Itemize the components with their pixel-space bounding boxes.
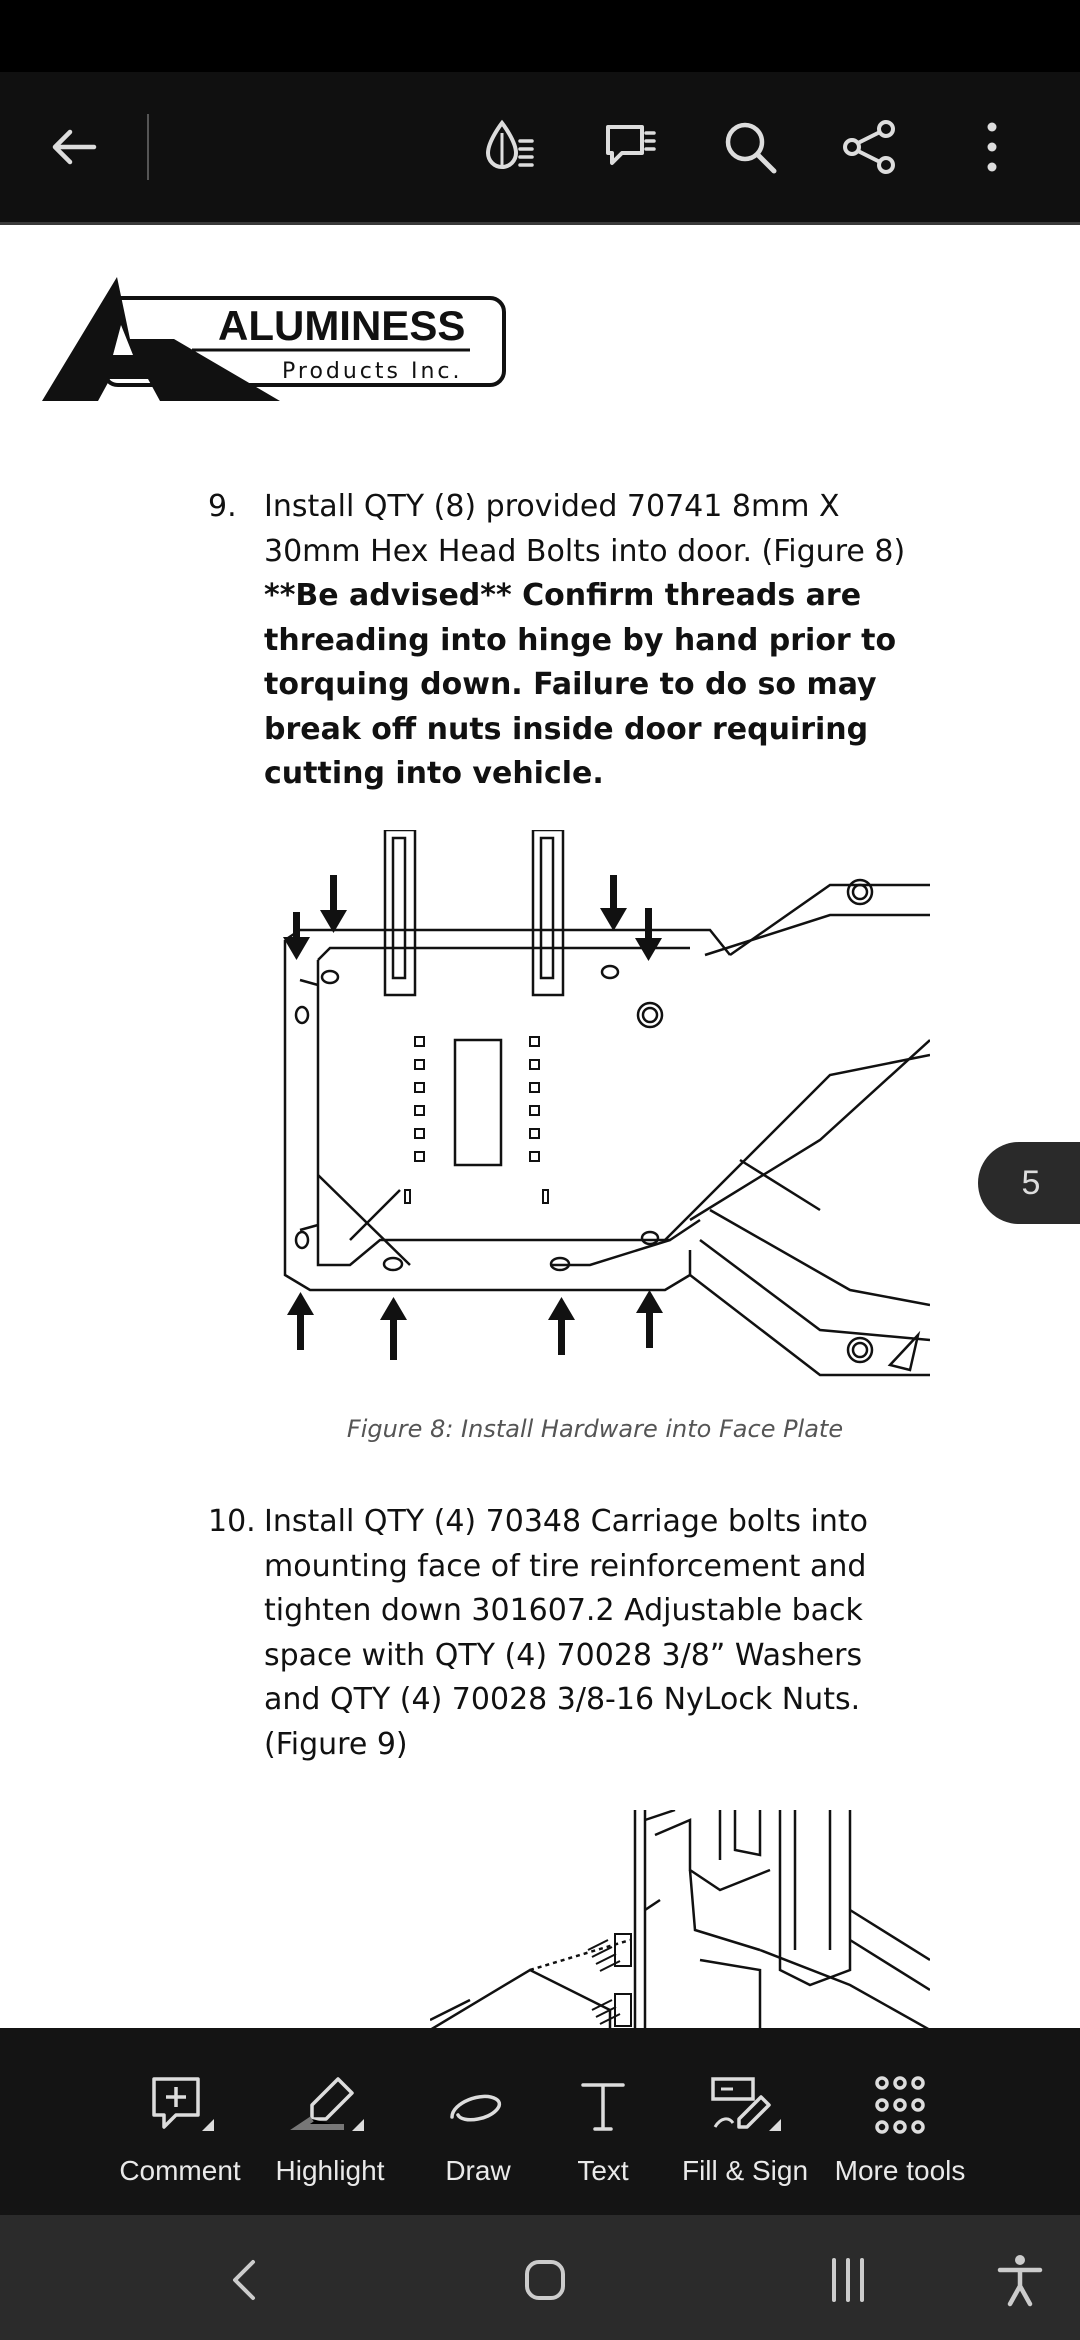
item-number: 9. [208, 489, 237, 524]
comments-icon[interactable] [590, 107, 670, 187]
tool-label: Draw [445, 2155, 511, 2186]
figure-8-diagram [283, 830, 930, 1377]
tool-fill-sign[interactable]: Fill & Sign [672, 2028, 818, 2215]
tool-label: Fill & Sign [681, 2155, 809, 2186]
document-page[interactable]: ALUMINESS Products Inc. 9. Install QTY (… [0, 225, 1080, 2028]
nav-back-icon[interactable] [210, 2245, 280, 2315]
tool-more-tools[interactable]: More tools [830, 2028, 970, 2215]
read-mode-icon[interactable] [468, 107, 548, 187]
item-text: Install QTY (4) 70348 Carriage bolts int… [264, 1504, 868, 1762]
fill-sign-icon [711, 2077, 781, 2131]
more-tools-grid-icon [875, 2076, 925, 2134]
figure-9-diagram [430, 1810, 930, 2028]
item-text: Install QTY (8) provided 70741 8mm X 30m… [264, 489, 906, 569]
company-logo: ALUMINESS Products Inc. [42, 277, 506, 401]
logo-name: ALUMINESS [218, 302, 465, 349]
back-arrow-icon[interactable] [34, 107, 114, 187]
accessibility-icon[interactable] [985, 2245, 1055, 2315]
page-number-badge[interactable]: 5 [978, 1142, 1080, 1224]
tool-text[interactable]: Text [535, 2028, 671, 2215]
tool-label: Text [577, 2155, 629, 2186]
highlight-pen-icon [290, 2077, 364, 2131]
tool-label: Highlight [275, 2155, 385, 2186]
top-app-bar [0, 72, 1080, 225]
more-vertical-icon[interactable] [952, 107, 1032, 187]
logo-sub: Products Inc. [282, 359, 463, 384]
nav-recents-icon[interactable] [813, 2245, 883, 2315]
share-icon[interactable] [830, 107, 910, 187]
system-nav-bar [0, 2215, 1080, 2340]
tool-draw[interactable]: Draw [410, 2028, 546, 2215]
tool-label: Comment [119, 2155, 241, 2186]
nav-home-icon[interactable] [510, 2245, 580, 2315]
item-number: 10. [208, 1504, 256, 1539]
toolbar-divider [147, 114, 149, 180]
bottom-tools-bar: Comment Highlight Draw Text Fill & Sign … [0, 2028, 1080, 2215]
search-icon[interactable] [710, 107, 790, 187]
tool-label: More tools [834, 2155, 966, 2186]
draw-icon [450, 2094, 502, 2122]
comment-add-icon [152, 2077, 214, 2131]
status-bar [0, 0, 1080, 72]
item-warning: **Be advised** Confirm threads are threa… [264, 578, 897, 791]
tool-highlight[interactable]: Highlight [262, 2028, 398, 2215]
tool-comment[interactable]: Comment [112, 2028, 248, 2215]
text-icon [581, 2083, 625, 2131]
figure-8-caption: Figure 8: Install Hardware into Face Pla… [346, 1415, 844, 1443]
